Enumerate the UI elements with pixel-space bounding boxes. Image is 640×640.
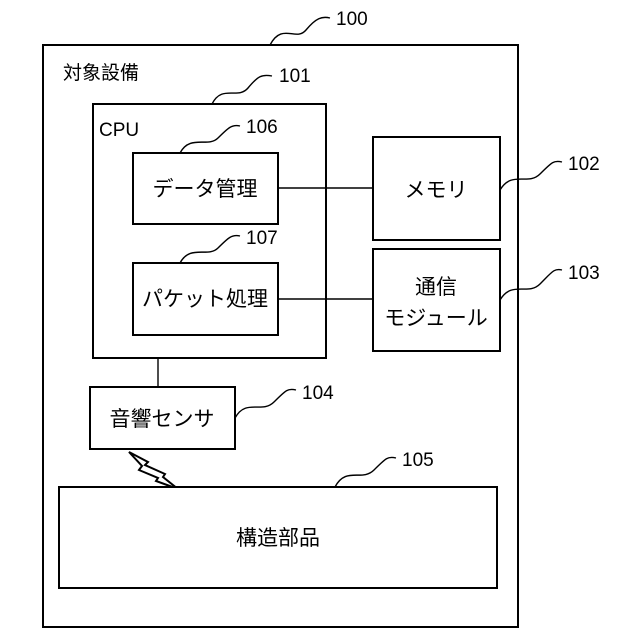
cpu-ref: 101 bbox=[279, 66, 311, 87]
data-management-label: データ管理 bbox=[153, 177, 258, 201]
memory-ref: 102 bbox=[568, 154, 600, 175]
cpu-label: CPU bbox=[99, 120, 139, 141]
facility-ref: 100 bbox=[336, 9, 368, 30]
acoustic-sensor-label: 音響センサ bbox=[110, 407, 215, 431]
comm-module-box bbox=[373, 249, 500, 351]
structural-part-ref: 105 bbox=[402, 450, 434, 471]
memory-label: メモリ bbox=[405, 178, 468, 202]
packet-processing-label: パケット処理 bbox=[142, 287, 268, 311]
packet-processing-ref: 107 bbox=[246, 228, 278, 249]
data-management-ref: 106 bbox=[246, 117, 278, 138]
comm-module-label-line2: モジュール bbox=[384, 306, 488, 330]
facility-label: 対象設備 bbox=[63, 62, 139, 84]
structural-part-label: 構造部品 bbox=[236, 526, 320, 550]
facility-leader-line bbox=[270, 17, 330, 45]
acoustic-sensor-ref: 104 bbox=[302, 383, 334, 404]
comm-module-ref: 103 bbox=[568, 263, 600, 284]
comm-module-label-line1: 通信 bbox=[415, 275, 457, 299]
